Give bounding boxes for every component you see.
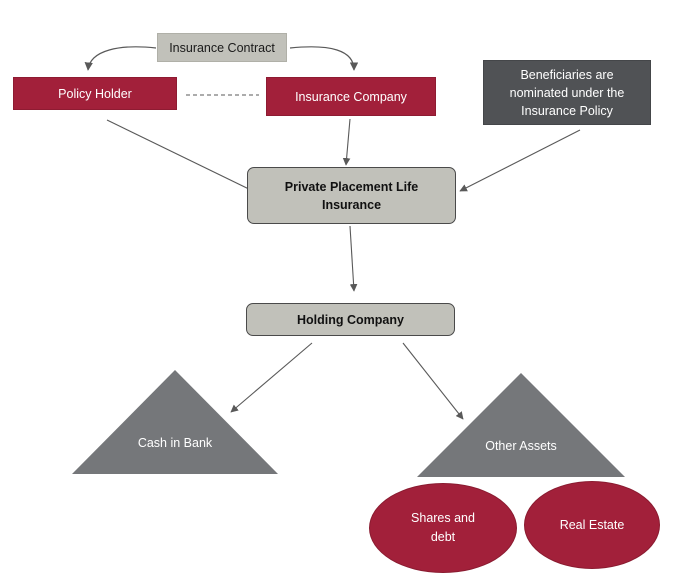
beneficiaries-to-ppli-arrow [459,129,581,192]
insurance-company-label: Insurance Company [295,89,407,104]
policy-holder-box: Policy Holder [13,77,177,110]
ppli-line-2: Insurance [321,197,382,212]
other-assets-triangle [417,373,625,477]
holding-company-box: Holding Company [246,303,455,336]
cash-in-bank-label: Cash in Bank [137,436,213,450]
contract-to-insurance-company-arrow [289,46,359,71]
real-estate-label: Real Estate [559,517,625,532]
holding-to-cash-arrow [230,342,313,413]
insurance-contract-label: Insurance Contract [169,40,275,55]
insurance-company-to-ppli-arrow [342,118,351,166]
policy-holder-label: Policy Holder [58,86,132,101]
holding-company-label: Holding Company [297,312,404,327]
shares-line-2: debt [430,530,456,544]
contract-to-policy-holder-arrow [84,46,157,71]
beneficiaries-line-2: nominated under the [509,85,625,100]
shares-line-1: Shares and [411,511,475,525]
shares-and-debt-oval: Shares and debt [369,483,517,573]
beneficiaries-line-3: Insurance Policy [521,103,613,118]
policy-holder-to-ppli-arrow [106,119,258,194]
beneficiaries-box: Beneficiaries are nominated under the In… [483,60,651,125]
ppli-box: Private Placement Life Insurance [247,167,456,224]
other-assets-label: Other Assets [485,439,557,453]
beneficiaries-line-1: Beneficiaries are [520,67,614,82]
holding-to-other-assets-arrow [402,342,464,420]
ppli-line-1: Private Placement Life [284,179,419,194]
insurance-company-box: Insurance Company [266,77,436,116]
ppli-to-holding-arrow [349,225,358,292]
insurance-contract-box: Insurance Contract [157,33,287,62]
cash-in-bank-triangle [72,370,278,474]
real-estate-oval: Real Estate [524,481,660,569]
